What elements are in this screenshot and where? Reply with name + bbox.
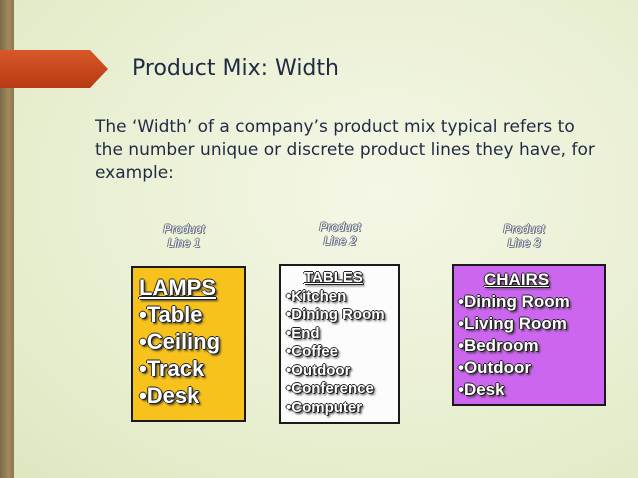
list-item: Living Room [458,313,604,335]
list-item: Conference [286,380,398,399]
product-line-1-label-bottom: Line 1 [167,236,201,250]
list-item: Table [139,301,244,328]
list-item: Outdoor [458,357,604,379]
intro-paragraph: The ‘Width’ of a company’s product mix t… [95,117,595,183]
list-item: Coffee [286,343,398,362]
list-item: Desk [458,379,604,401]
lamps-heading: LAMPS [139,275,216,300]
tables-heading: TABLES [304,269,363,286]
product-line-1-label: Product Line 1 [148,222,220,250]
side-decoration-strip [0,0,14,478]
product-line-2-label-top: Product [319,220,361,234]
lamps-item-list: Table Ceiling Track Desk [139,301,244,409]
list-item: Track [139,355,244,382]
list-item: Dining Room [286,306,398,325]
tables-product-box: TABLES Kitchen Dining Room End Coffee Ou… [279,264,400,424]
tables-item-list: Kitchen Dining Room End Coffee Outdoor C… [286,288,398,418]
list-item: Ceiling [139,328,244,355]
chairs-item-list: Dining Room Living Room Bedroom Outdoor … [458,291,604,401]
list-item: End [286,325,398,344]
product-line-2-label: Product Line 2 [304,220,376,248]
list-item: Computer [286,399,398,418]
list-item: Bedroom [458,335,604,357]
list-item: Desk [139,382,244,409]
product-line-1-label-top: Product [163,222,205,236]
product-line-3-label: Product Line 3 [488,222,560,250]
arrow-banner-icon [0,50,108,88]
list-item: Dining Room [458,291,604,313]
product-line-3-label-top: Product [503,222,545,236]
product-line-3-label-bottom: Line 3 [507,236,541,250]
list-item: Kitchen [286,288,398,307]
lamps-product-box: LAMPS Table Ceiling Track Desk [131,266,246,422]
chairs-heading: CHAIRS [484,270,550,289]
list-item: Outdoor [286,362,398,381]
slide-title: Product Mix: Width [132,56,339,81]
product-line-2-label-bottom: Line 2 [323,234,357,248]
chairs-product-box: CHAIRS Dining Room Living Room Bedroom O… [452,264,606,406]
